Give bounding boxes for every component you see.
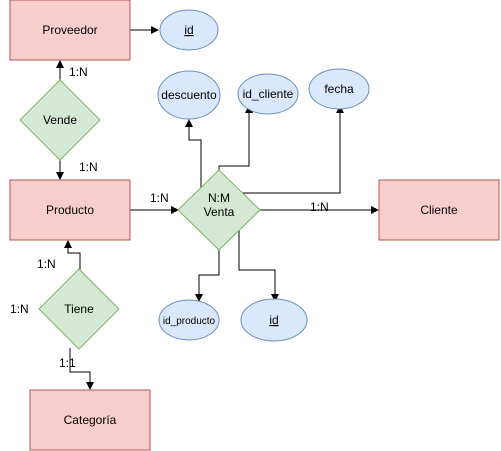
- attribute-fecha[interactable]: fecha: [308, 68, 370, 110]
- attribute-descuento[interactable]: descuento: [157, 70, 221, 120]
- attribute-id-producto-label: id_producto: [163, 316, 216, 327]
- relation-tiene[interactable]: Tiene: [38, 268, 120, 350]
- edge-venta-id: [238, 230, 279, 302]
- edge-tiene-categoria: [69, 348, 94, 390]
- relation-tiene-label: Tiene: [64, 302, 94, 316]
- entity-cliente-label: Cliente: [420, 203, 458, 217]
- cardinality-venta-cliente: 1:N: [310, 200, 329, 214]
- cardinality-labels: 1:N 1:N 1:N 1:N 1:N 1:N 1:1: [10, 65, 329, 370]
- relation-vende-label: Vende: [43, 113, 77, 127]
- entity-producto-label: Producto: [46, 203, 94, 217]
- relation-venta-cardinality: N:M: [208, 191, 230, 205]
- edge-venta-descuento: [185, 119, 202, 188]
- entity-proveedor[interactable]: Proveedor: [9, 0, 131, 61]
- attribute-id-cliente[interactable]: id_cliente: [237, 73, 299, 115]
- attribute-venta-id[interactable]: id: [240, 298, 308, 342]
- cardinality-tiene-categoria: 1:1: [59, 356, 76, 370]
- attribute-venta-id-label: id: [269, 313, 278, 327]
- entity-cliente[interactable]: Cliente: [378, 179, 500, 241]
- entity-categoria[interactable]: Categoría: [29, 389, 151, 451]
- edge-venta-fecha: [243, 105, 344, 194]
- cardinality-producto-tiene: 1:N: [37, 257, 56, 271]
- relation-vende[interactable]: Vende: [19, 79, 101, 161]
- cardinality-vende-producto: 1:N: [79, 160, 98, 174]
- attribute-id-producto[interactable]: id_producto: [158, 299, 220, 341]
- attribute-proveedor-id[interactable]: id: [159, 9, 219, 51]
- attribute-fecha-label: fecha: [324, 82, 354, 96]
- cardinality-proveedor-vende: 1:N: [69, 65, 88, 79]
- attribute-descuento-label: descuento: [161, 88, 217, 102]
- edge-venta-id-producto: [195, 250, 220, 302]
- cardinality-tiene-left: 1:N: [10, 302, 29, 316]
- attribute-id-cliente-label: id_cliente: [243, 87, 294, 101]
- edge-venta-id-cliente: [218, 105, 253, 180]
- entity-producto[interactable]: Producto: [9, 179, 131, 241]
- edge-tiene-producto: [64, 240, 81, 270]
- relation-venta-label: Venta: [204, 205, 235, 219]
- entity-categoria-label: Categoría: [64, 413, 117, 427]
- cardinality-producto-venta: 1:N: [150, 191, 169, 205]
- attribute-proveedor-id-label: id: [184, 23, 193, 37]
- entity-proveedor-label: Proveedor: [42, 23, 97, 37]
- relation-venta[interactable]: N:M Venta: [177, 169, 261, 251]
